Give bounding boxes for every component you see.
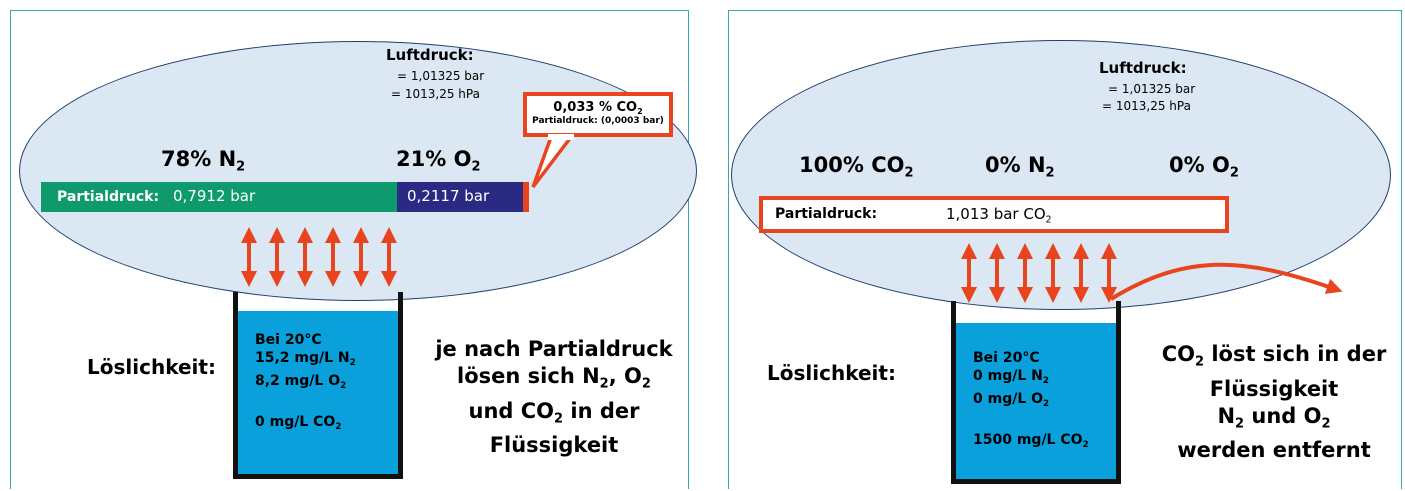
side-explanation: CO2 löst sich in der Flüssigkeit N2 und …	[1161, 342, 1387, 463]
co2-partial-bar	[759, 196, 1229, 233]
diffusion-arrows	[241, 227, 397, 287]
bar-label: Partialdruck:	[57, 189, 160, 205]
bar-value: 1,013 bar CO2	[946, 205, 1052, 226]
callout-sub: Partialdruck: (0,0003 bar)	[532, 115, 664, 126]
o2-value: 0,2117 bar	[407, 187, 490, 205]
atmosphere-ellipse	[731, 40, 1391, 310]
o2-partial-bar	[397, 182, 523, 212]
panel-left: Luftdruck: = 1,01325 bar = 1013,25 hPa 7…	[10, 10, 697, 489]
beaker-values: Bei 20°C 15,2 mg/L N2 8,2 mg/L O2 0 mg/L…	[255, 332, 356, 433]
liquid	[956, 323, 1116, 479]
pressure-hpa: = 1013,25 hPa	[391, 87, 480, 101]
beaker-values: Bei 20°C 0 mg/L N2 0 mg/L O2 1500 mg/L C…	[973, 350, 1089, 451]
side-explanation: je nach Partialdruck lösen sich N2, O2 u…	[435, 337, 673, 458]
o2-percent: 0% O2	[1169, 153, 1239, 181]
solubility-label: Löslichkeit:	[87, 355, 216, 379]
pressure-title: Luftdruck:	[1099, 59, 1187, 77]
beaker	[951, 301, 1121, 484]
co2-percent: 100% CO2	[799, 153, 914, 181]
n2-percent: 0% N2	[985, 153, 1055, 181]
pressure-bar: = 1,01325 bar	[1108, 82, 1196, 96]
diffusion-arrows	[961, 243, 1343, 303]
co2-partial-bar	[523, 182, 529, 212]
pressure-hpa: = 1013,25 hPa	[1102, 99, 1191, 113]
callout-pointer	[531, 134, 575, 189]
beaker	[233, 292, 403, 479]
n2-value: 0,7912 bar	[173, 187, 256, 205]
n2-percent: 78% N2	[161, 147, 246, 175]
n2-partial-bar	[41, 182, 397, 212]
o2-percent: 21% O2	[396, 147, 481, 175]
liquid	[238, 311, 398, 474]
solubility-label: Löslichkeit:	[767, 361, 896, 385]
callout-main: 0,033 % CO2	[553, 100, 643, 116]
pressure-title: Luftdruck:	[386, 46, 474, 64]
panel-right: Luftdruck: = 1,01325 bar = 1013,25 hPa 1…	[728, 10, 1402, 489]
bar-label: Partialdruck:	[775, 206, 878, 222]
pressure-bar: = 1,01325 bar	[397, 69, 485, 83]
removal-arrow	[1109, 262, 1343, 301]
co2-callout: 0,033 % CO2 Partialdruck: (0,0003 bar)	[523, 92, 673, 137]
